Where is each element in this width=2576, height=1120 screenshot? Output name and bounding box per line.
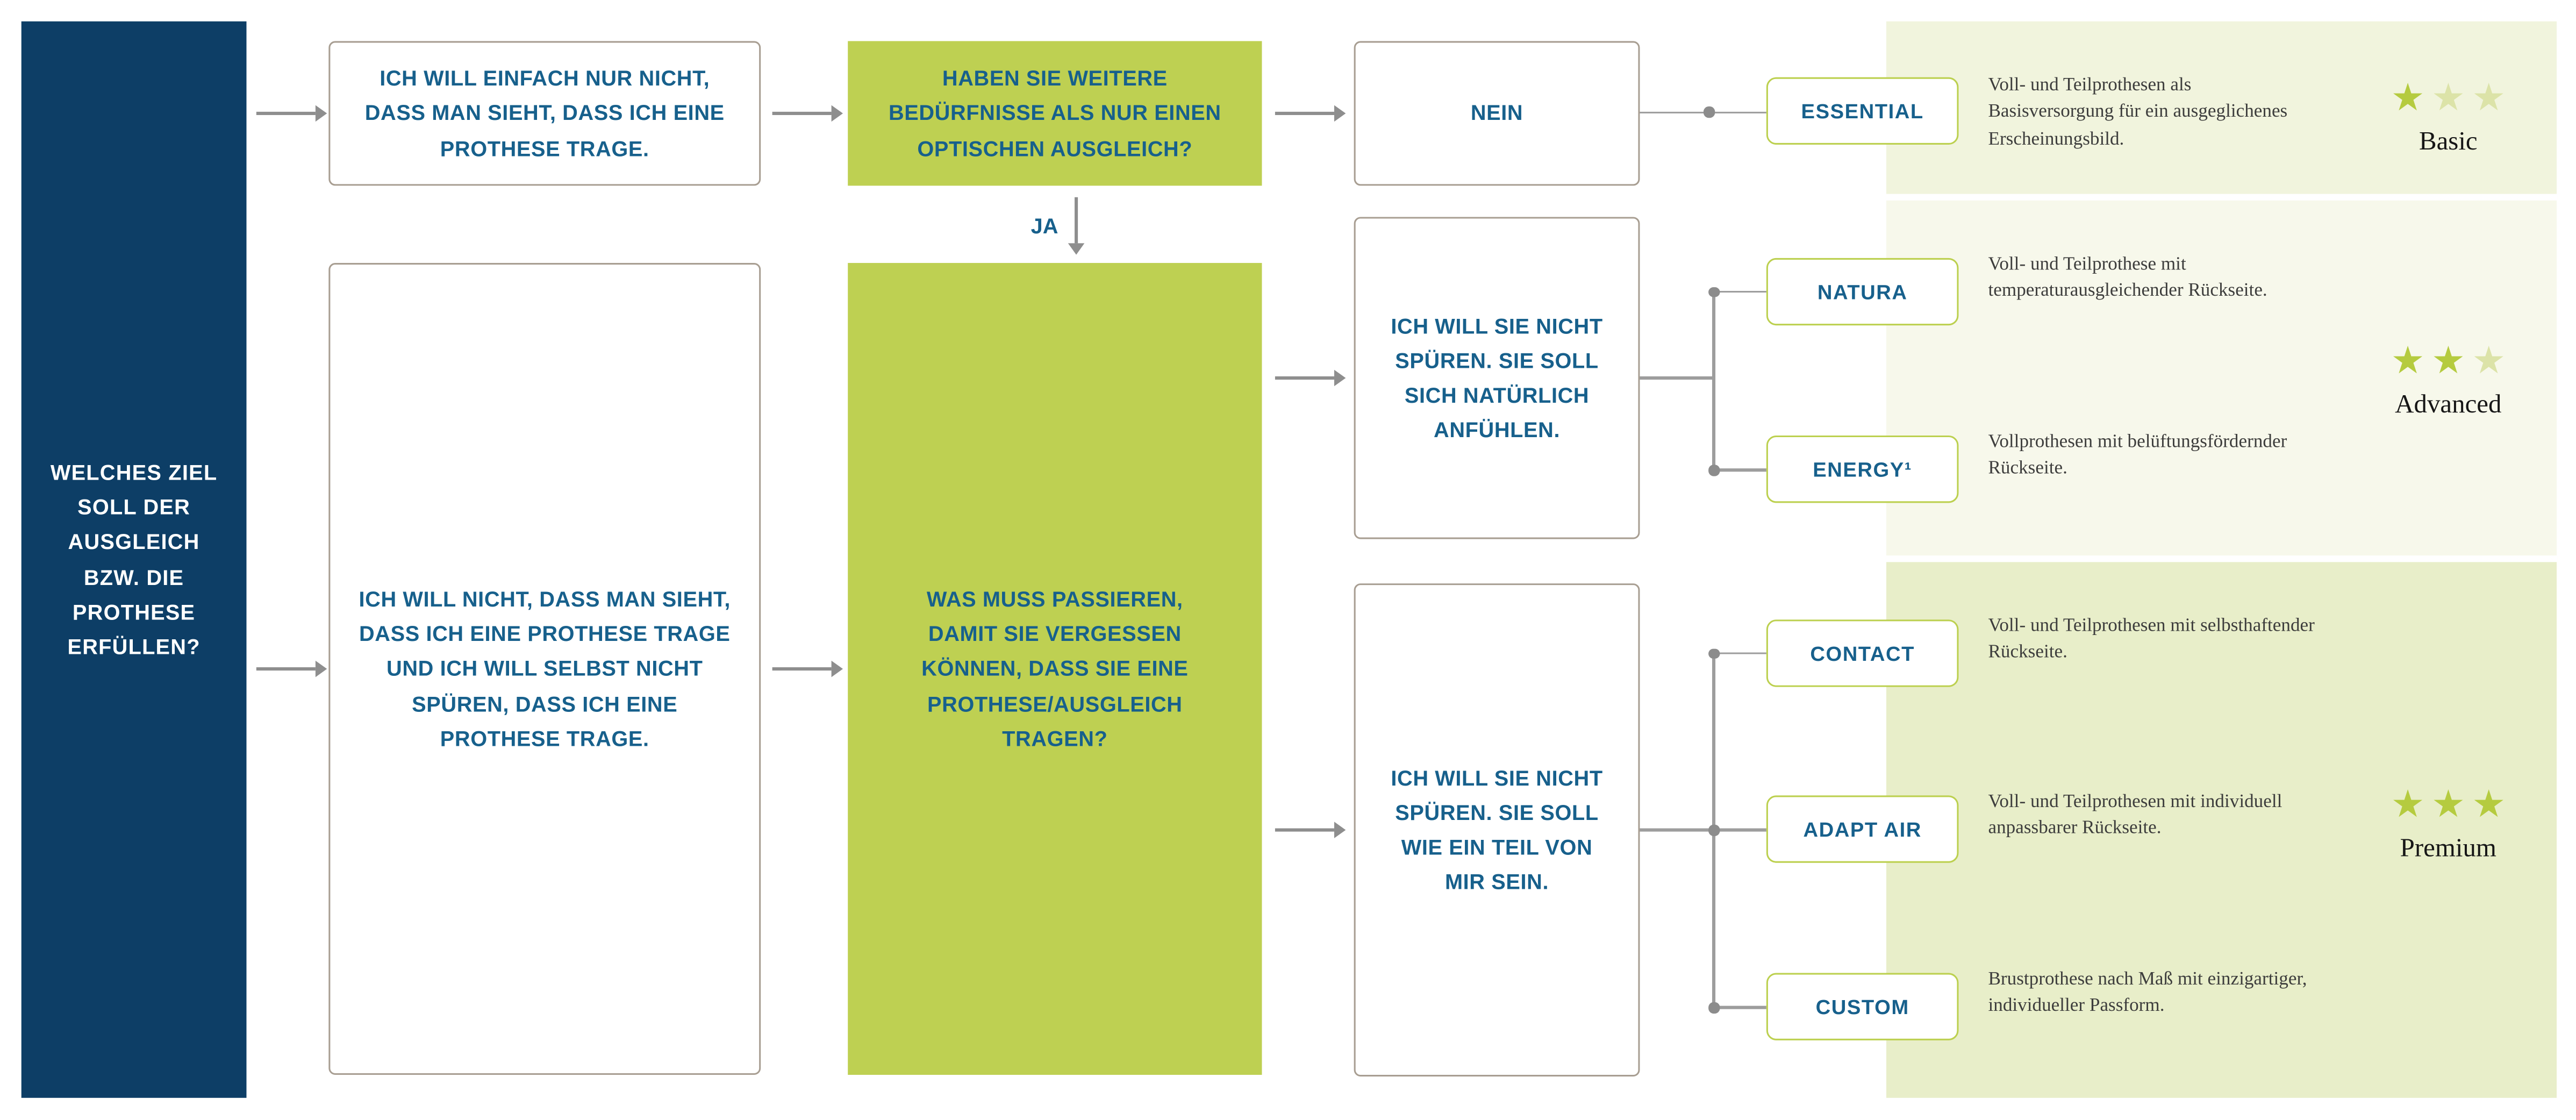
need-part-of-me-box: ICH WILL SIE NICHT SPÜREN. SIE SOLL WIE …	[1354, 583, 1640, 1077]
tier-label-premium: Premium	[2400, 834, 2496, 863]
product-energy-label: ENERGY¹	[1813, 458, 1913, 481]
statement-both-text: ICH WILL NICHT, DASS MAN SIEHT, DASS ICH…	[359, 587, 731, 751]
star-icon: ★	[2431, 782, 2465, 825]
question-more-needs-text: HABEN SIE WEITERE BEDÜRFNISSE ALS NUR EI…	[888, 66, 1221, 161]
need-natural-text: ICH WILL SIE NICHT SPÜREN. SIE SOLL SICH…	[1391, 313, 1603, 443]
answer-nein-text: NEIN	[1470, 101, 1523, 126]
root-question-box: WELCHES ZIEL SOLL DER AUSGLEICH BZW. DIE…	[21, 21, 247, 1098]
junction-dot	[1708, 824, 1719, 836]
product-natura-label: NATURA	[1817, 280, 1908, 303]
product-custom: CUSTOM	[1766, 973, 1959, 1040]
connector-natural-branch	[1712, 291, 1715, 470]
product-adapt-air-label: ADAPT AIR	[1803, 817, 1922, 841]
root-question-text: WELCHES ZIEL SOLL DER AUSGLEICH BZW. DIE…	[50, 460, 218, 659]
arrow-question-to-need-natural	[1275, 371, 1346, 384]
arrow-statement-optical-to-question	[772, 106, 843, 119]
arrow-question-to-nein	[1275, 106, 1346, 119]
junction-dot	[1708, 286, 1719, 297]
product-description-adapt-air: Voll- und Teilprothesen mit individuell …	[1988, 792, 2282, 839]
arrow-statement-both-to-question	[772, 662, 843, 675]
product-contact-label: CONTACT	[1810, 641, 1915, 665]
connector-to-contact	[1714, 652, 1766, 655]
statement-optical-box: ICH WILL EINFACH NUR NICHT, DASS MAN SIE…	[328, 41, 761, 186]
product-adapt-air: ADAPT AIR	[1766, 795, 1959, 863]
need-natural-box: ICH WILL SIE NICHT SPÜREN. SIE SOLL SICH…	[1354, 217, 1640, 539]
statement-optical-text: ICH WILL EINFACH NUR NICHT, DASS MAN SIE…	[364, 66, 725, 161]
arrow-root-to-statement-both	[256, 662, 327, 675]
tier-panel-premium	[1886, 562, 2557, 1098]
connector-to-energy	[1714, 468, 1766, 472]
star-icon: ★	[2431, 338, 2465, 382]
tier-stars-premium: ★★★	[2376, 782, 2521, 825]
question-more-needs-box: HABEN SIE WEITERE BEDÜRFNISSE ALS NUR EI…	[848, 41, 1262, 186]
answer-ja-label: JA	[1031, 213, 1058, 239]
star-icon: ★	[2391, 338, 2425, 382]
star-icon: ★	[2431, 75, 2465, 119]
tier-panel-basic	[1886, 21, 2557, 194]
statement-both-box: ICH WILL NICHT, DASS MAN SIEHT, DASS ICH…	[328, 263, 761, 1075]
need-part-of-me-text: ICH WILL SIE NICHT SPÜREN. SIE SOLL WIE …	[1391, 766, 1603, 894]
junction-dot	[1703, 106, 1714, 118]
star-icon: ★	[2472, 75, 2506, 119]
tier-stars-basic: ★★★	[2376, 75, 2521, 119]
answer-nein-box: NEIN	[1354, 41, 1640, 186]
product-custom-label: CUSTOM	[1815, 995, 1909, 1018]
connector-part-of-me-feed	[1640, 829, 1714, 831]
connector-natural-feed	[1640, 376, 1714, 380]
product-description-essential: Voll- und Teilprothesen als Basisversorg…	[1988, 75, 2288, 149]
product-essential: ESSENTIAL	[1766, 77, 1959, 145]
product-description-natura: Voll- und Teilprothese mit temperaturaus…	[1988, 254, 2267, 302]
arrow-question-to-need-part-of-me	[1275, 823, 1346, 836]
tier-label-advanced: Advanced	[2395, 391, 2502, 419]
arrow-root-to-statement-optical	[256, 106, 327, 119]
junction-dot	[1708, 465, 1719, 476]
product-energy: ENERGY¹	[1766, 435, 1959, 503]
product-description-contact: Voll- und Teilprothesen mit selbsthaften…	[1988, 616, 2315, 663]
question-forget-box: WAS MUSS PASSIEREN, DAMIT SIE VERGESSEN …	[848, 263, 1262, 1075]
product-description-custom: Brustprothese nach Maß mit einzigartiger…	[1988, 969, 2307, 1016]
product-natura: NATURA	[1766, 258, 1959, 326]
star-icon: ★	[2391, 782, 2425, 825]
star-icon: ★	[2391, 75, 2425, 119]
product-essential-label: ESSENTIAL	[1801, 99, 1924, 123]
question-forget-text: WAS MUSS PASSIEREN, DAMIT SIE VERGESSEN …	[921, 587, 1189, 751]
tier-stars-advanced: ★★★	[2376, 338, 2521, 382]
connector-to-adapt-air	[1714, 829, 1766, 831]
product-description-energy: Vollprothesen mit belüftungsfördernder R…	[1988, 432, 2287, 479]
product-contact: CONTACT	[1766, 619, 1959, 687]
connector-nein-to-essential	[1640, 111, 1766, 113]
tier-label-basic: Basic	[2418, 128, 2478, 156]
junction-dot	[1708, 1002, 1719, 1013]
arrow-ja-down	[1069, 197, 1082, 255]
connector-to-natura	[1714, 290, 1766, 293]
connector-to-custom	[1714, 1006, 1766, 1009]
tier-panel-advanced	[1886, 200, 2557, 556]
star-icon: ★	[2472, 338, 2506, 382]
junction-dot	[1708, 648, 1719, 659]
star-icon: ★	[2472, 782, 2506, 825]
